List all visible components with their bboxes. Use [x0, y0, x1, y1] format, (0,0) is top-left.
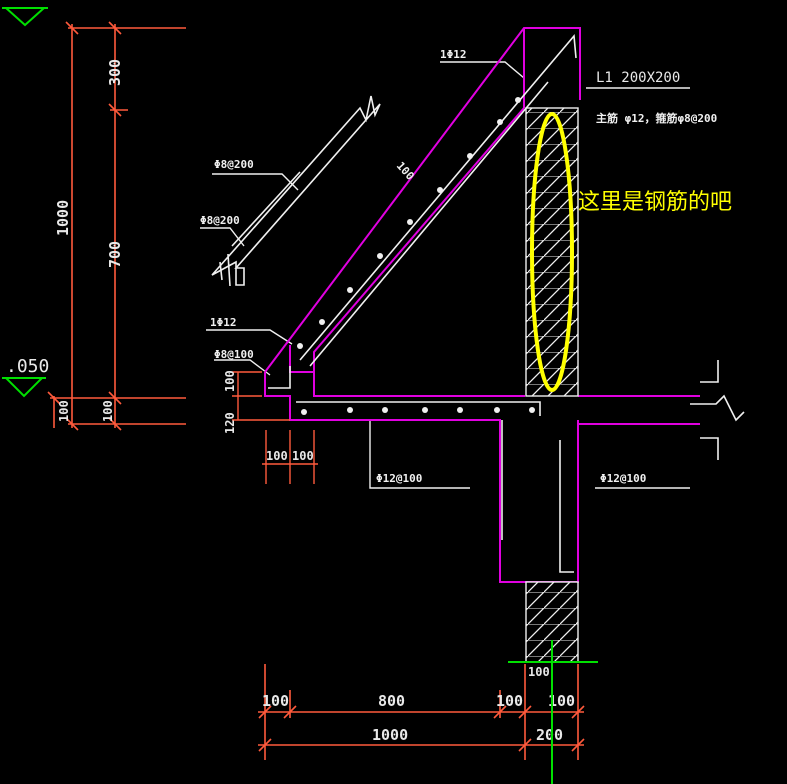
label-edge-bar-2: Φ8@100 — [214, 348, 254, 361]
bottom-dimensions — [258, 664, 585, 760]
elevation-marker-top — [2, 7, 48, 27]
dim-detail-h1: 100 — [223, 370, 237, 392]
label-dist-bar-2: Φ8@200 — [200, 214, 240, 227]
rebar-detail — [211, 95, 381, 287]
label-slab-bar-left: Φ12@100 — [376, 472, 422, 485]
dim-bottom-seg4: 100 — [548, 692, 575, 710]
dim-wall: 100 — [528, 665, 550, 679]
dim-bottom-total1: 1000 — [372, 726, 408, 744]
axis-marker — [508, 640, 598, 784]
dim-bottom-a: 100 — [57, 400, 71, 422]
dim-bottom-seg2: 800 — [378, 692, 405, 710]
dim-detail-w1: 100 — [266, 449, 288, 463]
dim-middle: 700 — [106, 241, 124, 268]
dim-bottom-seg1: 100 — [262, 692, 289, 710]
wall-hatch-upper — [525, 107, 579, 397]
annotation-note: 这里是钢筋的吧 — [578, 190, 733, 215]
label-edge-bar: 1Φ12 — [210, 316, 237, 329]
label-top-bar: 1Φ12 — [440, 48, 467, 61]
dim-top: 300 — [106, 59, 124, 86]
rebar-lines — [268, 34, 745, 573]
label-dist-bar-1: Φ8@200 — [214, 158, 254, 171]
left-dimensions — [47, 21, 186, 431]
label-slab-thk: 100 — [394, 159, 417, 182]
highlight-ellipse — [530, 112, 574, 392]
label-beam: L1 200X200 — [596, 70, 680, 86]
dim-bottom-total2: 200 — [536, 726, 563, 744]
label-beam-rebar: 主筋 φ12，箍筋φ8@200 — [596, 111, 717, 125]
label-slab-bar-right: Φ12@100 — [600, 472, 646, 485]
dim-bottom-seg3: 100 — [496, 692, 523, 710]
dim-detail-h2: 120 — [223, 412, 237, 434]
elevation-marker — [2, 377, 46, 398]
rebar-dots — [297, 97, 535, 415]
detail-dimensions — [232, 371, 318, 484]
dim-bottom-b: 100 — [101, 400, 115, 422]
dim-detail-w2: 100 — [292, 449, 314, 463]
leader-lines — [200, 61, 690, 489]
elevation-label: .050 — [6, 356, 49, 377]
dim-total: 1000 — [54, 200, 72, 236]
